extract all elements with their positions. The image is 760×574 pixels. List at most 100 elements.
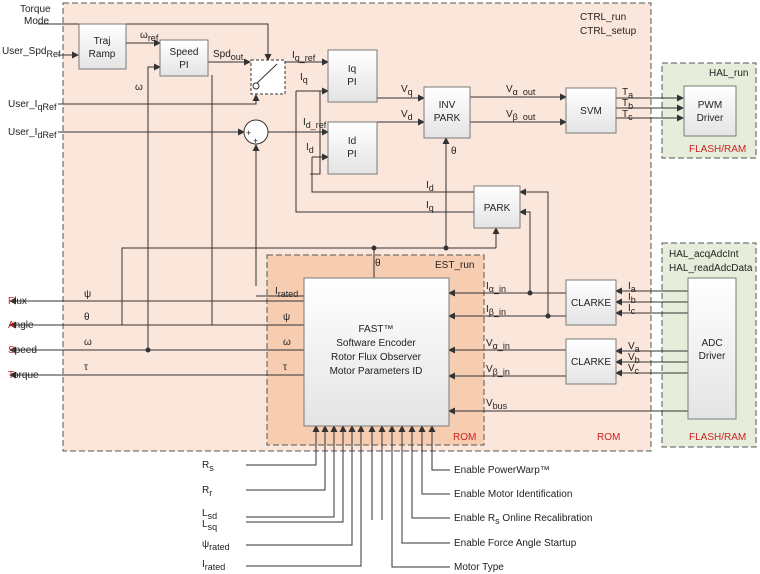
tau-outer-label: τ (84, 362, 88, 373)
omega-ref-label: ωref (140, 30, 159, 43)
iq-ref-label: Iq_ref (292, 50, 316, 63)
rom-inner-label: ROM (453, 432, 476, 443)
est-run-label: EST_run (435, 260, 474, 271)
traj-label-1: Traj (94, 36, 111, 47)
vbeta-out-label: Vβ_out (506, 109, 536, 122)
pwm-driver-block (683, 85, 737, 137)
rr-param-label: Rr (202, 485, 212, 498)
junction-dots (145, 245, 551, 353)
sum-plus-left: + (246, 128, 251, 138)
rs-param-label: Rs (202, 460, 214, 473)
vb-label: Vb (628, 352, 640, 365)
va-label: Va (628, 341, 640, 354)
speed-output-label: Speed (8, 345, 37, 356)
park-block (473, 185, 521, 229)
motor-type-label: Motor Type (454, 562, 504, 573)
vbeta-in-label: Vβ_in (486, 364, 510, 377)
user-spd-label: User_SpdRef (2, 46, 61, 59)
omega-tilde-speed: ω (135, 82, 143, 93)
id-label-1: Id (348, 136, 356, 147)
fast-label-2: Software Encoder (336, 338, 416, 349)
clarke-voltage-block (565, 338, 617, 385)
id-ref-label: Id_ref (303, 117, 327, 130)
ibeta-in-label: Iβ_in (486, 304, 506, 317)
valpha-in-label: Vα_in (486, 338, 510, 351)
summing-junction (243, 119, 269, 145)
hal-read-label: HAL_readAdcData (669, 263, 753, 274)
theta-bus-label: θ (375, 258, 381, 269)
tb-label: Tb (622, 98, 633, 111)
tc-label: Tc (622, 109, 633, 122)
clarke-current-block (565, 279, 617, 326)
id-pi-block (327, 121, 378, 175)
torque-mode-label-2: Mode (24, 16, 49, 27)
clarke-voltage-label: CLARKE (571, 357, 611, 368)
fast-label-4: Motor Parameters ID (330, 366, 423, 377)
switch-contact (252, 82, 260, 90)
park-label: PARK (484, 203, 511, 214)
flux-output-label: Flux (8, 296, 27, 307)
traj-label-2: Ramp (89, 49, 116, 60)
ic-label: Ic (628, 303, 636, 316)
enable-motor-id-label: Enable Motor Identification (454, 489, 572, 500)
angle-output-label: Angle (8, 320, 34, 331)
vbus-label: Vbus (486, 398, 508, 411)
vq-label: Vq (401, 84, 413, 97)
iq-pi-block (327, 49, 378, 103)
svm-block (565, 87, 617, 134)
fast-label-3: Rotor Flux Observer (331, 352, 422, 363)
lsq-param-label: Lsq (202, 519, 217, 532)
fast-block (303, 277, 450, 427)
ia-label: Ia (628, 281, 636, 294)
flash-ram-label-1: FLASH/RAM (689, 144, 746, 155)
id-label-2: PI (347, 149, 356, 160)
invpark-label-2: PARK (434, 113, 461, 124)
vd-label: Vd (401, 109, 413, 122)
theta-invpark-label: θ (451, 146, 457, 157)
signal-wires (9, 23, 688, 568)
svm-label: SVM (580, 106, 602, 117)
valpha-out-label: Vα_out (506, 84, 536, 97)
ialpha-in-label: Iα_in (486, 281, 506, 294)
omega-outer-label: ω (84, 337, 92, 348)
iq-label-2: PI (347, 77, 356, 88)
psi-outer-label: ψ (84, 289, 91, 300)
adc-label-2: Driver (699, 351, 726, 362)
theta-outer-label: θ (84, 312, 90, 323)
adc-driver-block (687, 277, 737, 420)
inv-park-block (423, 86, 471, 139)
rom-outer-label: ROM (597, 432, 620, 443)
psi-rated-param-label: ψrated (202, 539, 230, 552)
iq-fb-label: Iq (300, 72, 308, 85)
clarke-current-label: CLARKE (571, 298, 611, 309)
tau-inner-label: τ (283, 362, 287, 373)
adc-label-1: ADC (701, 338, 722, 349)
lsd-param-label: Lsd (202, 508, 217, 521)
ctrl-setup-label: CTRL_setup (580, 26, 637, 37)
sum-plus-bottom: + (253, 136, 258, 146)
ta-label: Ta (622, 87, 633, 100)
iq-park-label: Iq (426, 200, 434, 213)
psi-inner-label: ψ (283, 312, 290, 323)
speed-pi-block (159, 39, 209, 77)
enable-force-angle-label: Enable Force Angle Startup (454, 538, 577, 549)
speed-label-2: PI (179, 60, 188, 71)
invpark-label-1: INV (439, 100, 456, 111)
pwm-label-2: Driver (697, 113, 724, 124)
spd-out-label: Spdout (213, 49, 244, 62)
user-id-label: User_IdRef (8, 127, 57, 140)
iq-label-1: Iq (348, 64, 356, 75)
irated-label: Irated (275, 286, 298, 299)
switch-blade (255, 63, 278, 85)
torque-output-label: Torque (8, 370, 39, 381)
enable-rs-recal-label: Enable Rs Online Recalibration (454, 513, 592, 526)
torque-mode-label-1: Torque (20, 4, 51, 15)
pwm-label-1: PWM (698, 100, 722, 111)
user-iq-label: User_IqRef (8, 99, 57, 112)
i-rated-param-label: Irated (202, 559, 225, 572)
ctrl-run-label: CTRL_run (580, 12, 626, 23)
traj-ramp-block (78, 23, 127, 70)
hal-run-label: HAL_run (709, 68, 748, 79)
flash-ram-label-2: FLASH/RAM (689, 432, 746, 443)
